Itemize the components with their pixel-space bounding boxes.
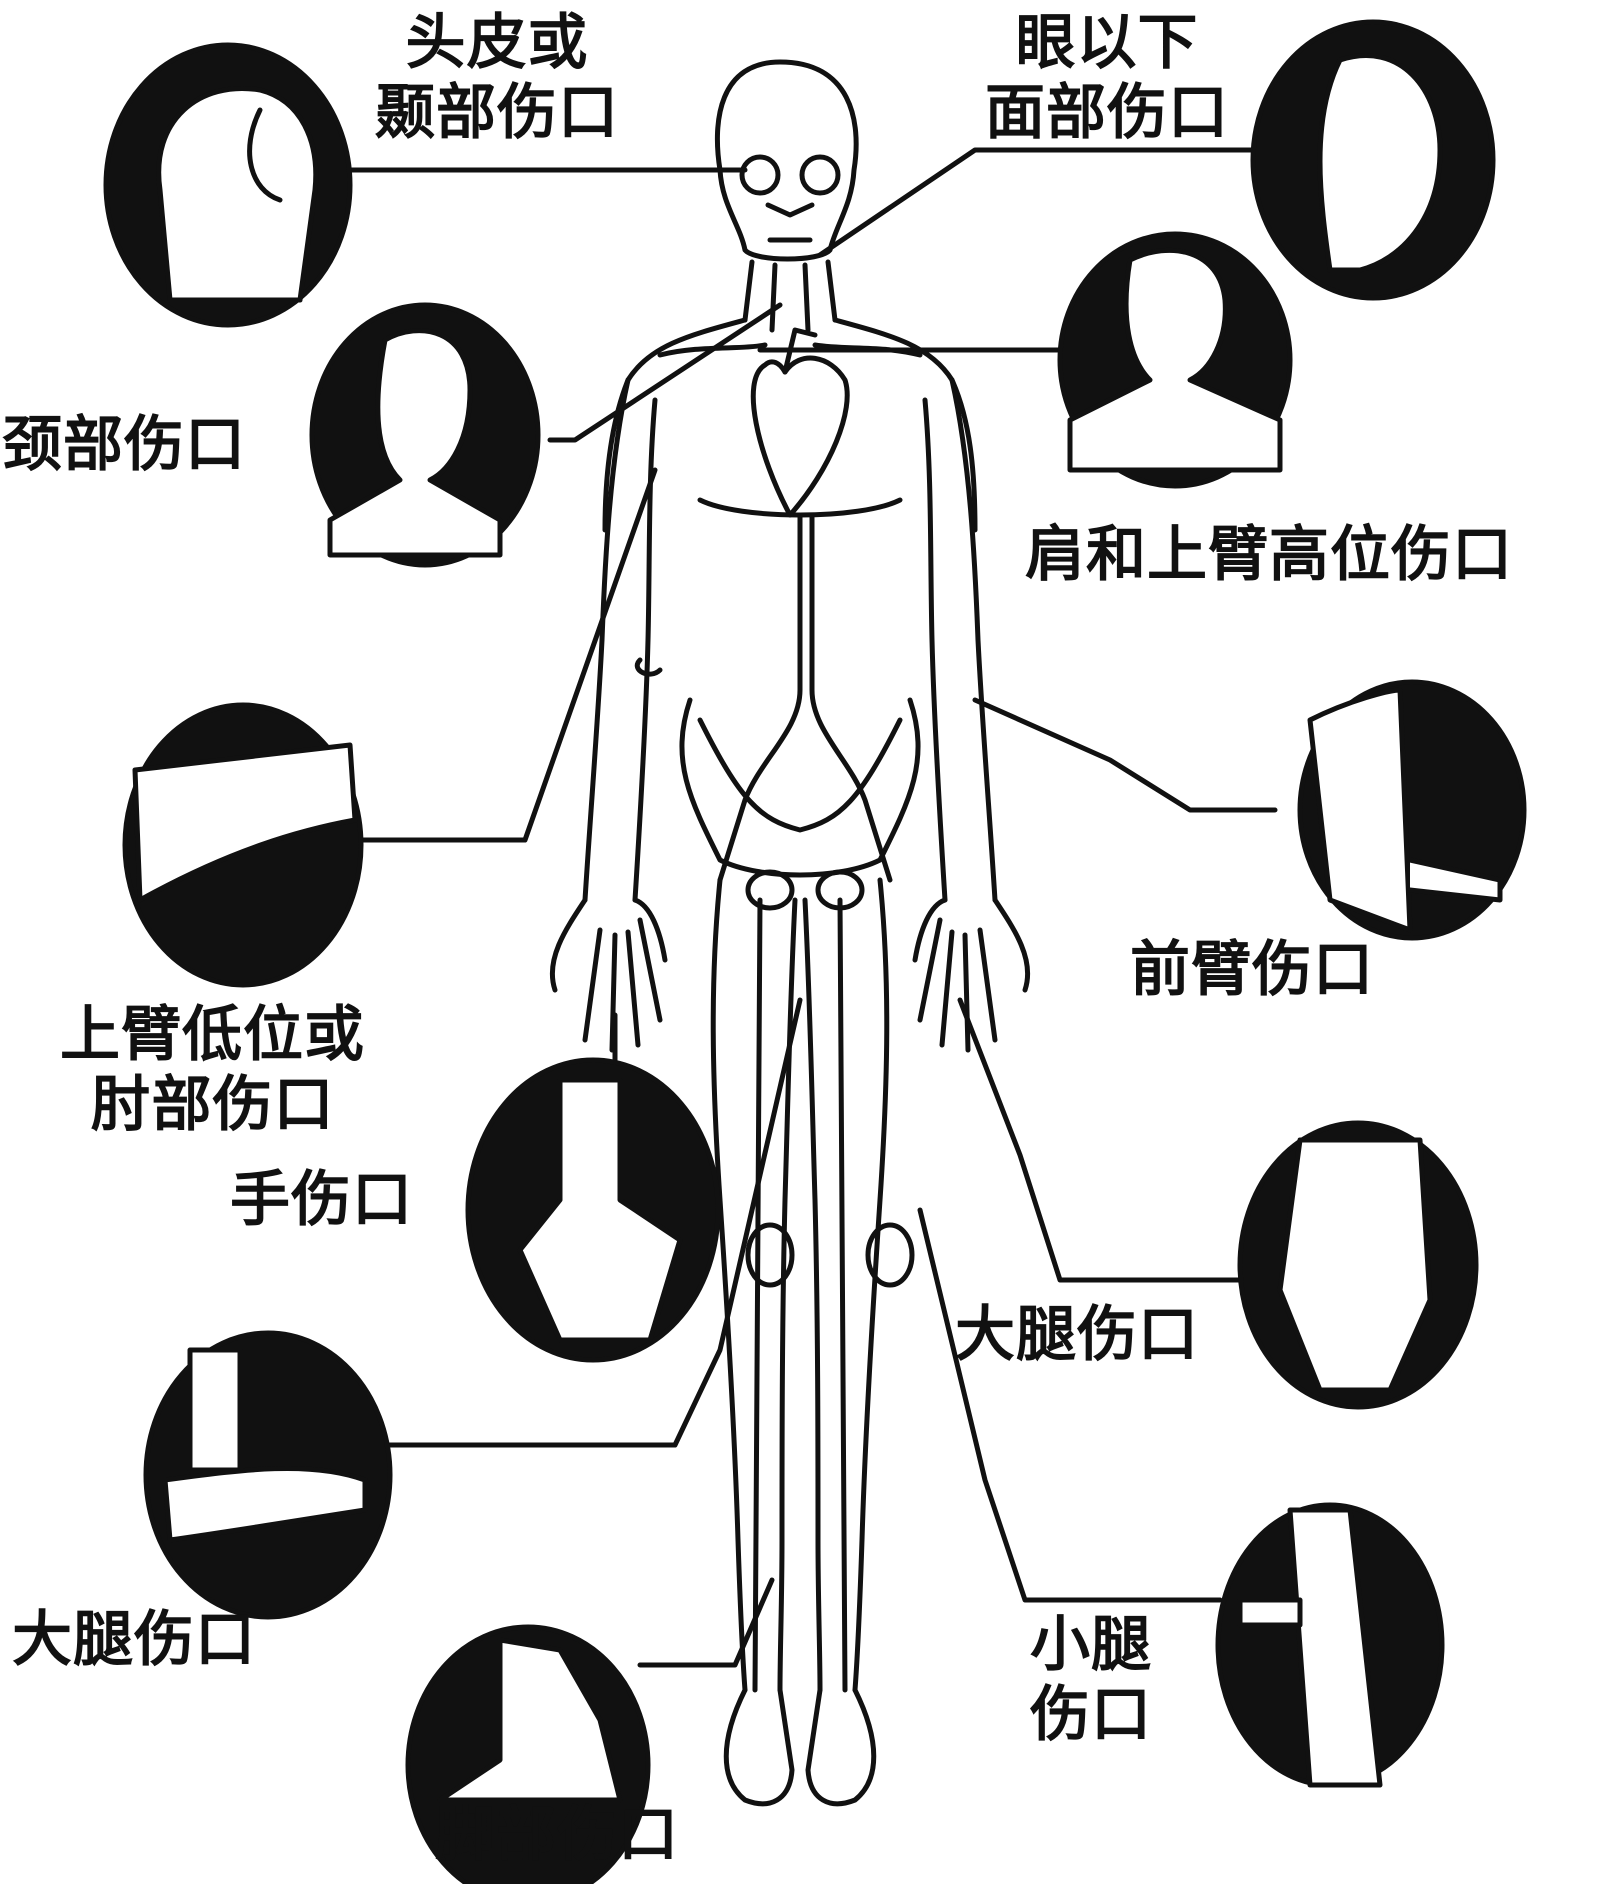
forearm-vignette: [1297, 679, 1527, 941]
leader-lines: [342, 147, 1283, 1668]
neck-vignette: [309, 302, 541, 568]
label-face: 眼以下 面部伤口: [985, 8, 1229, 148]
label-calf: 小腿 伤口: [1030, 1610, 1152, 1750]
label-foot: 脚部伤口: [435, 1800, 679, 1870]
scalp-vignette: [103, 42, 353, 328]
label-hand: 手伤口: [230, 1165, 413, 1235]
hand-vignette: [465, 1057, 721, 1363]
foot-vignette: [405, 1624, 651, 1888]
human-body-figure: [549, 59, 1031, 1807]
label-thigh-left: 大腿伤口: [12, 1605, 256, 1675]
thigh-right-vignette: [1237, 1120, 1479, 1410]
label-thigh-right: 大腿伤口: [955, 1300, 1199, 1370]
label-shoulder: 肩和上臂高位伤口: [1025, 520, 1513, 590]
label-forearm: 前臂伤口: [1130, 935, 1374, 1005]
calf-vignette: [1215, 1502, 1445, 1788]
shoulder-vignette: [1057, 231, 1293, 489]
label-neck: 颈部伤口: [2, 410, 246, 480]
label-scalp: 头皮或 颞部伤口: [375, 8, 619, 148]
thigh-left-vignette: [143, 1330, 393, 1620]
elbow-vignette: [122, 702, 364, 988]
label-elbow: 上臂低位或 肘部伤口: [60, 1000, 365, 1140]
face-vignette: [1250, 19, 1496, 301]
